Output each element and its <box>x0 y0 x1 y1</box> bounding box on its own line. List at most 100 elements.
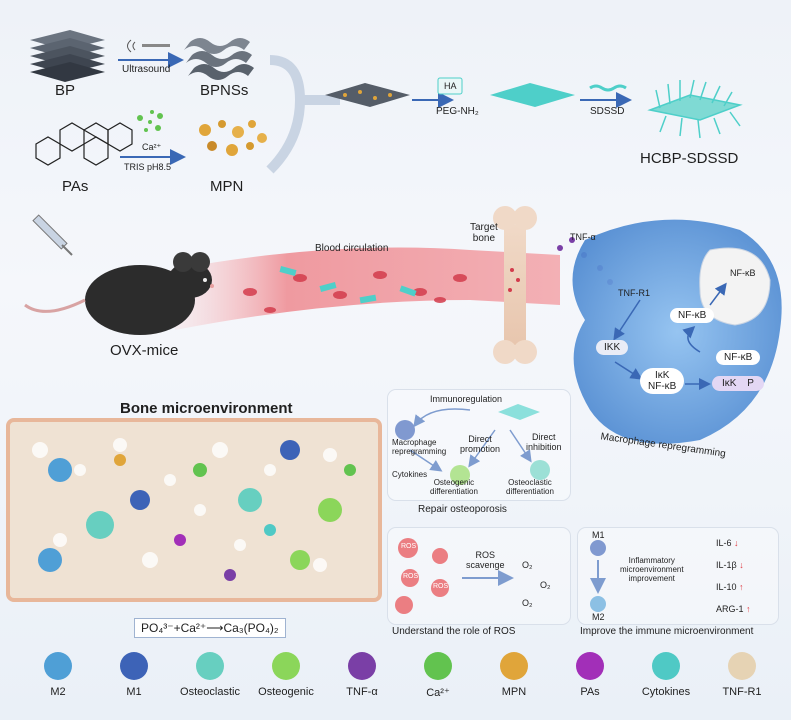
pas-label: PAs <box>62 178 89 195</box>
m2-label: M2 <box>592 612 605 622</box>
ros-tag-3: ROS <box>433 583 449 590</box>
legend-label: Osteoclastic <box>180 686 240 698</box>
o2-label-3: O₂ <box>522 598 533 608</box>
osteogenic-label: Osteogenic differentiation <box>430 478 478 496</box>
sdssd-label: SDSSD <box>590 106 625 117</box>
legend-item: MPN <box>474 652 554 698</box>
immune-caption: Improve the immune microenvironment <box>580 626 754 637</box>
immune-panel <box>578 528 778 624</box>
legend-item: Osteoclastic <box>170 652 250 698</box>
complex-ikb-label: IκK <box>654 370 670 381</box>
complex-nfkb-label: NF-κB <box>648 381 677 392</box>
legend-swatch-icon <box>728 652 756 680</box>
equation-label: PO₄³⁻+Ca²⁺⟶Ca₃(PO₄)₂ <box>134 618 286 638</box>
nfkb-node-top: NF-κB <box>670 308 715 323</box>
tnfa-label: TNF-α <box>570 232 596 242</box>
tris-label: TRIS pH8.5 <box>124 162 172 172</box>
syringe-graphic <box>32 214 73 256</box>
phospho-p-label: P <box>747 378 754 389</box>
pas-molecule-graphic <box>35 122 133 166</box>
il10-text: IL-10 <box>716 582 737 592</box>
legend-item: TNF-α <box>322 652 402 698</box>
target-bone-label: Target bone <box>470 222 498 244</box>
ros-tag-2: ROS <box>403 573 419 580</box>
direct-promotion-label: Direct promotion <box>460 434 501 454</box>
il1b-text: IL-1β <box>716 560 737 570</box>
legend-swatch-icon <box>652 652 680 680</box>
ros-tag-1: ROS <box>401 543 417 550</box>
legend-label: M1 <box>126 686 142 698</box>
repair-caption: Repair osteoporosis <box>418 504 507 515</box>
legend-swatch-icon <box>500 652 528 680</box>
il6-text: IL-6 <box>716 538 732 548</box>
mpn-label: MPN <box>210 178 244 195</box>
nucleus-nfkb-label: NF-κB <box>730 268 756 278</box>
microenv-title: Bone microenvironment <box>120 400 293 417</box>
ca-ions-graphic <box>137 110 163 132</box>
repair-osteoporosis-panel <box>388 390 570 500</box>
tnfr1-label: TNF-R1 <box>618 288 650 298</box>
macro-repro-label: Macrophage repregramming <box>392 438 447 456</box>
legend-swatch-icon <box>196 652 224 680</box>
bp-stack-graphic <box>30 30 105 82</box>
arg1-text: ARG-1 <box>716 604 744 614</box>
o2-label-2: O₂ <box>540 580 551 590</box>
legend-label: PAs <box>580 686 600 698</box>
il1b-down-arrow: ↓ <box>739 560 744 570</box>
arg1-up-arrow: ↑ <box>746 604 751 614</box>
bpnss-graphic <box>184 38 254 80</box>
osteoclastic-label: Osteoclastic differentiation <box>506 478 554 496</box>
legend-swatch-icon <box>348 652 376 680</box>
bp-label: BP <box>55 82 76 99</box>
ca-label: Ca²⁺ <box>142 142 162 152</box>
direct-inhibition-label: Direct inhibition <box>526 432 562 452</box>
legend-label: Ca²⁺ <box>426 687 450 699</box>
ros-panel <box>388 528 570 624</box>
ikb-nfkb-complex: IκK NF-κB <box>640 368 685 394</box>
ovx-mice-label: OVX-mice <box>110 342 179 359</box>
il6-label: IL-6 ↓ <box>716 538 739 548</box>
il10-up-arrow: ↑ <box>739 582 744 592</box>
legend-label: Cytokines <box>641 686 691 698</box>
inflam-label: Inflammatory microenvironment improvemen… <box>620 556 684 583</box>
ikb-phospho-label: IκK <box>722 378 737 389</box>
nfkb-node-right: NF-κB <box>716 350 761 365</box>
legend-item: PAs <box>550 652 630 698</box>
legend-swatch-icon <box>44 652 72 680</box>
legend-swatch-icon <box>272 652 300 680</box>
legend-item: M2 <box>18 652 98 698</box>
il1b-label: IL-1β ↓ <box>716 560 744 570</box>
product-label: HCBP-SDSSD <box>640 150 739 167</box>
bpnss-label: BPNSs <box>200 82 249 99</box>
m1-label: M1 <box>592 530 605 540</box>
ultrasound-label: Ultrasound <box>122 64 171 75</box>
legend-item: M1 <box>94 652 174 698</box>
nucleus-graphic <box>699 247 771 326</box>
legend-label: Osteogenic <box>258 686 314 698</box>
ikk-node: IKK <box>596 340 629 355</box>
legend-item: Cytokines <box>626 652 706 698</box>
arg1-label: ARG-1 ↑ <box>716 604 751 614</box>
legend-label: TNF-R1 <box>722 686 762 698</box>
il6-down-arrow: ↓ <box>734 538 739 548</box>
cytokines-label: Cytokines <box>392 470 428 479</box>
legend-item: TNF-R1 <box>702 652 782 698</box>
ros-caption: Understand the role of ROS <box>392 626 516 637</box>
blood-circulation-label: Blood circulation <box>315 243 389 254</box>
il10-label: IL-10 ↑ <box>716 582 744 592</box>
mouse-graphic <box>24 252 214 335</box>
ha-label: HA <box>444 81 457 91</box>
legend-item: Ca²⁺ <box>398 652 478 699</box>
immunoregulation-label: Immunoregulation <box>430 394 503 404</box>
legend-swatch-icon <box>576 652 604 680</box>
legend-label: TNF-α <box>346 686 378 698</box>
hcbp-sdssd-graphic <box>647 79 743 139</box>
blood-vessel-graphic <box>170 247 560 330</box>
legend-swatch-icon <box>120 652 148 680</box>
mpn-particles-graphic <box>199 120 267 156</box>
legend-label: MPN <box>501 686 527 698</box>
target-bone-graphic <box>493 206 537 364</box>
ros-scavenge-label: ROS scavenge <box>466 550 505 570</box>
